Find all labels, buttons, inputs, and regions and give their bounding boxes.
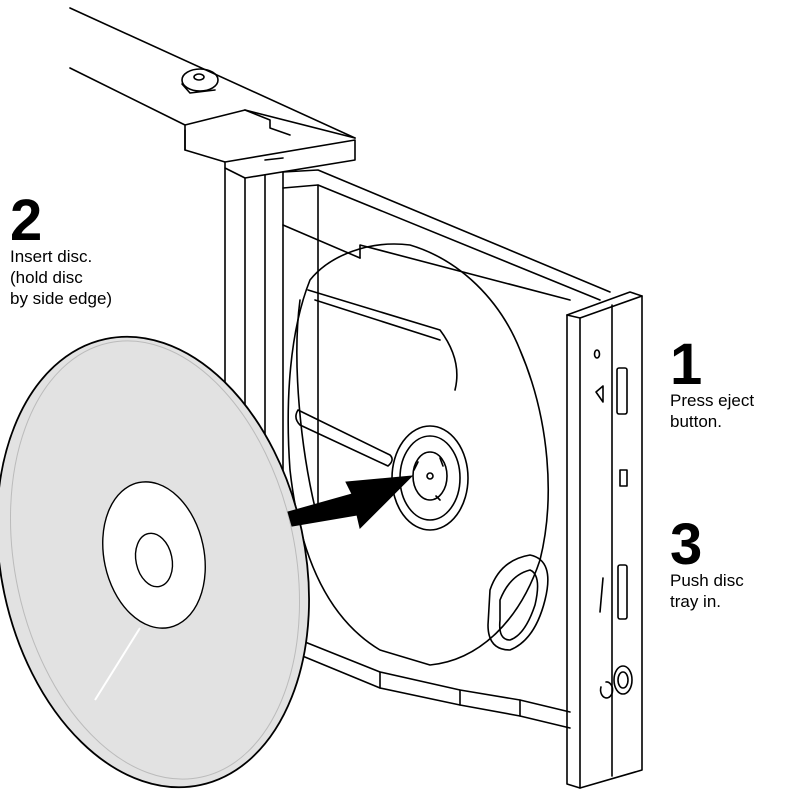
volume-dial-icon-3 xyxy=(617,671,629,689)
step-3-number: 3 xyxy=(670,512,703,577)
disc-icon xyxy=(0,335,310,789)
emergency-eject-hole-icon xyxy=(619,469,628,487)
step-3: 3 Push disc tray in. xyxy=(670,512,744,612)
step-2: 2 Insert disc. (hold disc by side edge) xyxy=(10,188,113,309)
headphone-jack-icon-2 xyxy=(617,564,628,620)
volume-dial-icon-2[interactable] xyxy=(613,665,633,695)
step-2-line-2: (hold disc xyxy=(10,268,83,287)
step-1-line-1: Press eject xyxy=(670,391,755,410)
insert-arrow-icon xyxy=(287,475,414,529)
step-2-line-1: Insert disc. xyxy=(10,247,93,266)
disc-tray xyxy=(282,169,611,729)
step-1-number: 1 xyxy=(670,332,703,397)
step-1-line-2: button. xyxy=(670,412,722,431)
step-3-line-1: Push disc xyxy=(670,571,744,590)
step-3-line-2: tray in. xyxy=(670,592,722,611)
step-1: 1 Press eject button. xyxy=(670,332,755,432)
step-2-line-3: by side edge) xyxy=(10,289,113,308)
volume-dial-icon xyxy=(595,385,604,403)
front-bezel xyxy=(566,291,643,789)
step-2-number: 2 xyxy=(10,188,43,253)
headphone-jack-icon xyxy=(599,577,604,613)
headphone-jack-icon-3 xyxy=(599,681,614,699)
eject-button-icon[interactable] xyxy=(616,367,628,415)
busy-indicator-icon xyxy=(593,349,601,359)
